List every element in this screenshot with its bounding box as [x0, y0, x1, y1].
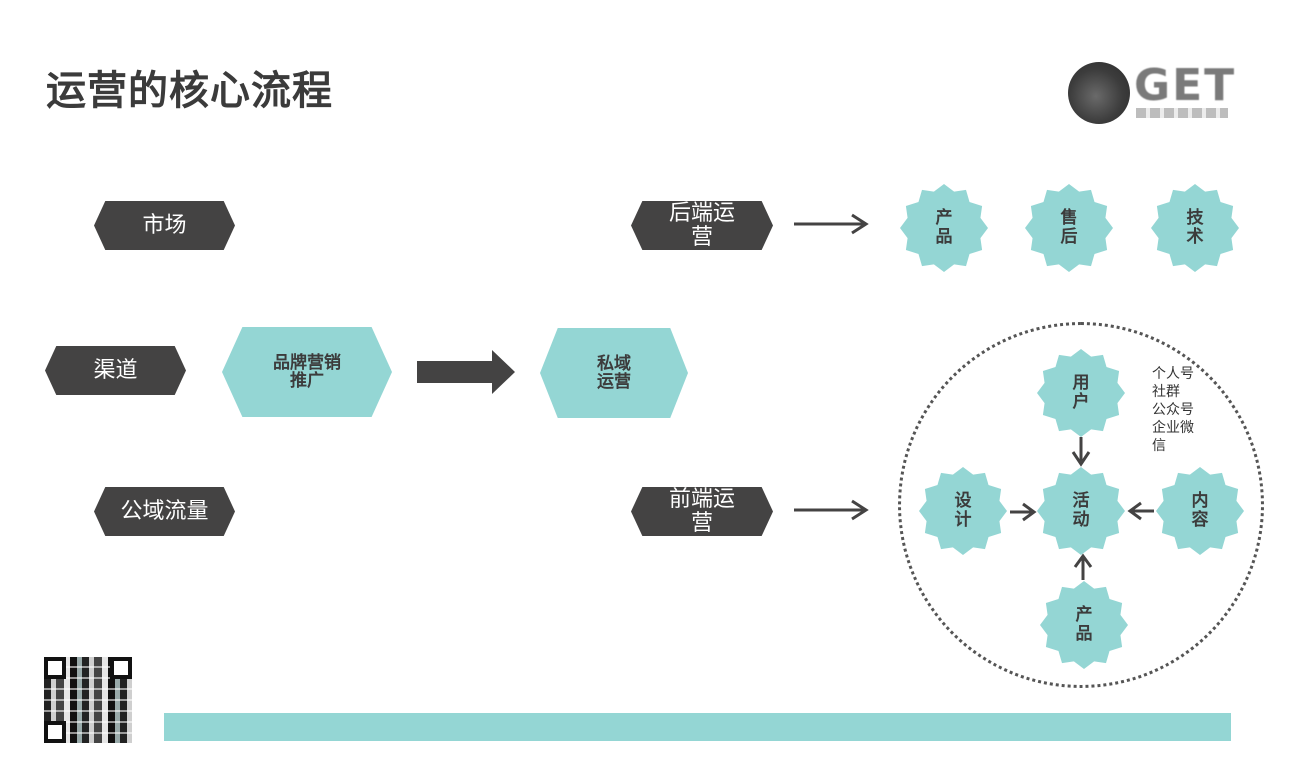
- brand-logo: GET: [1064, 60, 1234, 126]
- page-title: 运营的核心流程: [46, 68, 333, 114]
- badge-after-sales-label: 售后: [1060, 208, 1078, 247]
- node-brand-marketing-label: 品牌营销推广: [273, 353, 341, 391]
- node-backend-ops-label: 后端运营: [668, 200, 735, 250]
- footer-bar: [164, 713, 1231, 741]
- arrow-backend-to-items: [794, 213, 869, 235]
- node-backend-ops: 后端运营: [631, 201, 773, 250]
- node-public-traffic-label: 公域流量: [120, 498, 209, 524]
- frontend-cluster-circle: [898, 322, 1264, 688]
- node-brand-marketing: 品牌营销推广: [222, 327, 392, 417]
- badge-tech-label: 技术: [1186, 208, 1204, 247]
- user-channel-item: 公众号: [1152, 402, 1194, 418]
- user-channel-item: 个人号: [1152, 366, 1194, 382]
- logo-text: GET: [1134, 60, 1237, 111]
- badge-design-label: 设计: [954, 491, 972, 530]
- badge-product-label: 产品: [935, 208, 953, 247]
- badge-content-label: 内容: [1191, 491, 1209, 530]
- badge-activity-label: 活动: [1072, 491, 1090, 530]
- node-frontend-ops: 前端运营: [631, 487, 773, 536]
- logo-subtext: [1136, 108, 1228, 118]
- node-channel-label: 渠道: [93, 357, 138, 383]
- node-private-domain-label: 私域运营: [597, 354, 631, 392]
- badge-product-bottom-label: 产品: [1075, 605, 1093, 644]
- big-arrow: [417, 350, 515, 394]
- node-channel: 渠道: [45, 346, 186, 395]
- arrow-frontend-to-cluster: [794, 499, 869, 521]
- node-market: 市场: [94, 201, 235, 250]
- node-market-label: 市场: [142, 212, 187, 238]
- node-private-domain: 私域运营: [540, 328, 688, 418]
- user-channel-list: 个人号 社群 公众号 企业微信: [1152, 365, 1204, 455]
- node-public-traffic: 公域流量: [94, 487, 235, 536]
- logo-mark-icon: [1068, 62, 1130, 124]
- badge-user-label: 用户: [1072, 373, 1090, 412]
- user-channel-item: 企业微信: [1152, 420, 1194, 454]
- node-frontend-ops-label: 前端运营: [668, 486, 735, 536]
- qr-code-icon: [44, 657, 132, 743]
- user-channel-item: 社群: [1152, 384, 1180, 400]
